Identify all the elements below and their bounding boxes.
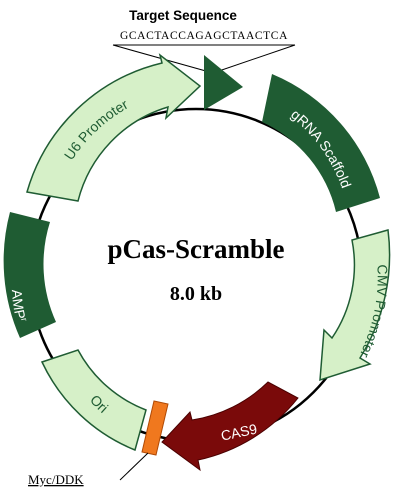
feature-grna-scaffold: gRNA Scaffold: [262, 74, 380, 212]
plasmid-size: 8.0 kb: [170, 283, 222, 305]
target-sequence-value: GCACTACCAGAGCTAACTCA: [120, 30, 288, 42]
ampr-label-sup: r: [19, 317, 29, 322]
u6-promoter-arrow: [26, 53, 202, 202]
myc-ddk-leader: [119, 452, 149, 481]
feature-ori: Ori: [40, 349, 147, 452]
cas9-arrow: [161, 381, 299, 472]
feature-cas9: CAS9: [161, 381, 299, 472]
feature-u6-promoter: U6 Promoter: [26, 53, 202, 202]
ori-block: [40, 349, 147, 452]
feature-ampr: AMPr: [3, 212, 57, 338]
feature-cmv-promoter: CMV Promoter: [319, 229, 391, 382]
target-marker: [204, 55, 243, 110]
myc-ddk-label: Myc/DDK: [28, 472, 84, 487]
cas9-label: CAS9: [219, 420, 258, 443]
svg-text:AMPr: AMPr: [9, 289, 30, 322]
grna-scaffold-block: [262, 74, 380, 212]
ampr-label: AMPr: [9, 289, 30, 322]
cmv-promoter-arrow: [319, 229, 391, 382]
myc-ddk-marker: [141, 400, 169, 456]
target-sequence-title: Target Sequence: [129, 8, 237, 23]
plasmid-name: pCas-Scramble: [108, 234, 285, 264]
tag-myc-ddk: Myc/DDK: [28, 400, 169, 487]
ampr-block: [3, 212, 57, 338]
